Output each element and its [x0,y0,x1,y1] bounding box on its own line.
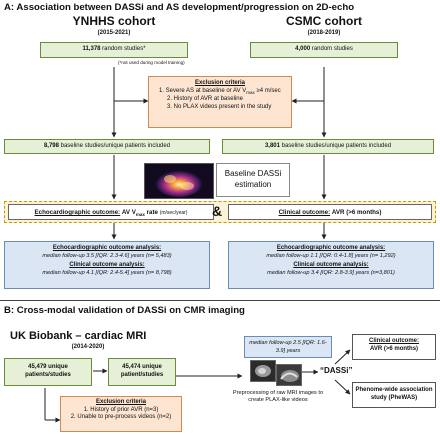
clinical-outcome-box: Clinical outcome: AVR (>6 months) [228,204,432,220]
csmc-random-count: 4,000 [295,46,311,52]
csmc-echo-title: Echocardiographic outcome analysis: [276,245,386,251]
exclusion-item-3: 3. No PLAX videos present in the study [167,103,272,110]
exclusion-criteria-box: Exclusion criteria 1. Severe AS at basel… [148,76,292,128]
csmc-echo-text: median follow-up 1.1 [IQR: 0.4-1.8] year… [266,252,396,259]
csmc-clin-text: median follow-up 3.4 [IQR: 2.8-3.9] year… [267,269,395,276]
exclusion-item-1: 1. Severe AS at baseline or AV Vmax ≥4 m… [159,87,281,95]
ukb-exclusion-box: Exclusion criteria 1. History of prior A… [60,396,182,432]
section-b-title: B: Cross-modal validation of DASSi on CM… [4,305,245,316]
ukb-years: (2014-2020) [71,344,105,350]
ukb-box1-count: 45,479 unique [28,364,68,370]
csmc-baseline-label: baseline studies/unique patients include… [281,143,392,149]
csmc-results-box: Echocardiographic outcome analysis: medi… [228,241,434,289]
ukb-cohort-title: UK Biobank – cardiac MRI [10,330,147,342]
section-divider [0,300,440,301]
ukb-box-unique-2: 45,474 unique patient/studies [108,358,176,386]
csmc-clin-title: Clinical outcome analysis: [293,262,369,268]
ukb-exclusion-item-1: 1. History of prior AVR (n=3) [83,406,159,413]
ukb-followup-box: median follow-up 2.5 [IQR: 1.6-3.9] year… [244,336,332,358]
ynhhs-baseline-box: 8,798 baseline studies/unique patients i… [4,139,210,154]
ukb-box2-label: patient/studies [120,371,164,378]
ynhhs-results-box: Echocardiographic outcome analysis: medi… [4,241,210,289]
ynhhs-years: (2015-2021) [97,30,131,36]
phewas-box: Phenome-wide association study (PheWAS) [352,382,436,408]
ukb-box2-count: 45,474 unique [122,364,162,370]
echo-outcome-prefix: Echocardiographic outcome: [34,209,121,216]
ukb-clinical-text: AVR (>6 months) [369,345,419,352]
csmc-years: (2018-2019) [307,30,341,36]
ukb-box-unique-1: 45,479 unique patients/studies [4,358,92,386]
ynhhs-baseline-count: 8,798 [43,143,59,149]
ynhhs-random-label: random studies* [102,46,146,52]
mri-image-1 [250,360,276,382]
ynhhs-random-studies-box: 11,378 random studies* [40,42,188,58]
mri-image-2 [276,364,302,386]
ynhhs-echo-text: median follow-up 3.5 [IQR: 2.3-4.6] year… [42,252,172,259]
ukb-exclusion-title: Exclusion criteria [95,399,147,405]
ynhhs-footnote: (*not used during model training) [118,60,185,65]
csmc-cohort-title: CSMC cohort [286,14,362,28]
baseline-dassi-label: Baseline DASSi estimation [216,163,290,197]
ynhhs-random-count: 11,378 [82,46,101,52]
mri-preprocess-text: Preprocessing of raw MRI images to creat… [232,390,324,403]
csmc-random-studies-box: 4,000 random studies [250,42,398,58]
ukb-clinical-outcome-box: Clinical outcome: AVR (>6 months) [352,334,436,360]
ynhhs-echo-title: Echocardiographic outcome analysis: [52,245,162,251]
exclusion-item-2: 2. History of AVR at baseline [167,96,243,103]
ynhhs-cohort-title: YNHHS cohort [72,14,156,28]
ukb-clinical-title: Clinical outcome: [368,338,419,344]
arrow-b-to-clinical [334,349,351,365]
ynhhs-clin-text: median follow-up 4.1 [IQR: 2.4-5.4] year… [42,269,172,276]
ynhhs-clin-title: Clinical outcome analysis: [69,262,145,268]
dassi-quote: “DASSi” [320,366,353,375]
section-a-title: A: Association between DASSi and AS deve… [4,2,355,13]
clinical-outcome-rest: AVR (>6 months) [331,209,382,216]
clinical-outcome-prefix: Clinical outcome: [278,209,331,216]
ukb-exclusion-item-2: 2. Unable to pre-process videos (n=2) [70,414,172,420]
dassi-heatmap-image [144,163,214,199]
csmc-baseline-count: 3,801 [264,143,280,149]
ukb-box1-label: patients/studies [25,371,71,378]
ynhhs-baseline-label: baseline studies/unique patients include… [60,143,171,149]
echocardiographic-outcome-box: Echocardiographic outcome: AV Vmax rate … [8,204,214,220]
ampersand: & [212,203,223,219]
csmc-baseline-box: 3,801 baseline studies/unique patients i… [222,139,434,154]
exclusion-title: Exclusion criteria [194,80,246,86]
csmc-random-label: random studies [311,46,353,52]
arrow-b-to-phewas [334,379,351,395]
